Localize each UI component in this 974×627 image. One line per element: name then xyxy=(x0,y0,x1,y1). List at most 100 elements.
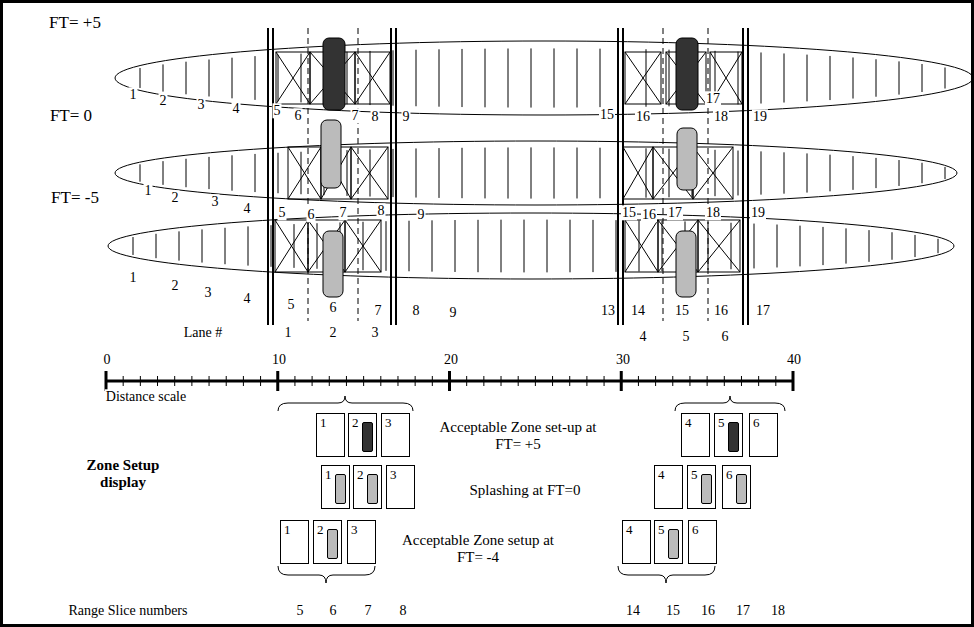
text-label: Acceptable Zone setup at FT= -4 xyxy=(395,532,562,565)
range-slice-tick xyxy=(823,227,824,265)
scale-tick xyxy=(397,376,398,386)
zone-box: 3 xyxy=(386,465,415,509)
range-slice-tick xyxy=(876,158,877,188)
scale-tick xyxy=(707,376,708,386)
scale-tick xyxy=(363,376,364,386)
scale-tick xyxy=(346,376,347,386)
range-slice-tick xyxy=(278,153,279,193)
scale-tick xyxy=(174,376,175,386)
range-slice-tick xyxy=(386,221,387,271)
range-slice-tick xyxy=(478,220,479,272)
range-slice-tick xyxy=(439,148,440,198)
range-slice-tick xyxy=(232,155,233,190)
range-slice-tick xyxy=(409,221,410,272)
slice-box xyxy=(698,220,740,272)
slice-cross xyxy=(693,147,733,199)
text-label: 16 xyxy=(635,109,651,124)
text-label: 8 xyxy=(371,109,380,124)
range-slice-tick xyxy=(892,232,893,260)
range-slice-tick xyxy=(922,64,923,92)
slice-box xyxy=(355,52,390,104)
range-slice-tick xyxy=(669,149,670,198)
slice-cross xyxy=(345,220,381,272)
slice-box xyxy=(623,147,653,199)
zone-number: 1 xyxy=(325,468,332,481)
zone-number: 2 xyxy=(317,523,324,536)
range-slice-tick xyxy=(800,226,801,267)
slice-box xyxy=(288,147,321,199)
text-label: 16 xyxy=(700,603,716,618)
slice-box xyxy=(625,220,658,272)
range-slice-tick xyxy=(370,51,371,105)
range-slice-tick xyxy=(163,161,164,185)
range-slice-tick xyxy=(738,151,739,196)
scale-tick xyxy=(741,376,742,386)
zone-number: 6 xyxy=(753,416,760,429)
range-slice-tick xyxy=(524,220,525,273)
text-label: 5 xyxy=(287,297,296,312)
range-slice-tick xyxy=(140,68,141,88)
range-slice-tick xyxy=(416,50,417,107)
range-slice-tick xyxy=(393,149,394,197)
range-slice-tick xyxy=(301,152,302,194)
range-slice-tick xyxy=(945,67,946,88)
text-label: 15 xyxy=(674,303,690,318)
range-slice-tick xyxy=(317,223,318,269)
slice-cross xyxy=(355,52,390,104)
scale-tick xyxy=(226,376,227,386)
text-label: 1 xyxy=(129,270,138,285)
zone-box: 2 xyxy=(313,520,342,564)
range-slice-tick xyxy=(853,156,854,190)
text-label: Range Slice numbers xyxy=(68,603,189,618)
slice-cross xyxy=(625,220,658,272)
text-label: 9 xyxy=(449,305,458,320)
text-label: 3 xyxy=(371,325,380,340)
scale-tick xyxy=(689,376,690,386)
scale-tick xyxy=(294,376,295,386)
text-label: 2 xyxy=(329,325,338,340)
text-label: 20 xyxy=(443,352,459,367)
zone-box: 5 xyxy=(714,413,743,457)
range-slice-tick xyxy=(945,167,946,179)
range-slice-tick xyxy=(209,60,210,97)
slice-cross xyxy=(345,220,381,272)
zone-number: 5 xyxy=(718,416,725,429)
zone-number: 4 xyxy=(626,523,633,536)
scale-tick xyxy=(260,376,261,386)
zone-number: 1 xyxy=(284,523,291,536)
slice-cross xyxy=(625,52,661,104)
text-label: 16 xyxy=(713,303,729,318)
range-slice-tick xyxy=(731,223,732,270)
text-label: 40 xyxy=(786,352,802,367)
range-slice-tick xyxy=(508,49,509,108)
slice-cross xyxy=(288,147,321,199)
range-slice-tick xyxy=(600,148,601,199)
text-label: 4 xyxy=(243,201,252,216)
car-icon xyxy=(668,529,679,559)
text-label: 7 xyxy=(374,303,383,318)
scale-tick xyxy=(620,371,623,391)
text-label: 6 xyxy=(294,108,303,123)
scale-tick xyxy=(157,376,158,386)
text-label: 1 xyxy=(144,183,153,198)
zone-box: 6 xyxy=(722,465,751,509)
slice-box xyxy=(345,220,381,272)
range-slice-tick xyxy=(616,220,617,272)
range-slice-tick xyxy=(830,56,831,100)
scale-tick xyxy=(448,371,451,391)
slice-box xyxy=(275,220,308,272)
scale-tick xyxy=(312,376,313,386)
range-slice-tick xyxy=(922,163,923,183)
text-label: 16 xyxy=(641,207,657,222)
text-label: 0 xyxy=(103,352,112,367)
text-label: 5 xyxy=(278,205,287,220)
text-label: 18 xyxy=(713,109,729,124)
range-slice-tick xyxy=(662,221,663,271)
text-label: 6 xyxy=(329,300,338,315)
range-slice-tick xyxy=(876,59,877,96)
text-label: 14 xyxy=(630,303,646,318)
text-label: 4 xyxy=(639,329,648,344)
zone-number: 3 xyxy=(351,523,358,536)
range-slice-tick xyxy=(761,151,762,194)
